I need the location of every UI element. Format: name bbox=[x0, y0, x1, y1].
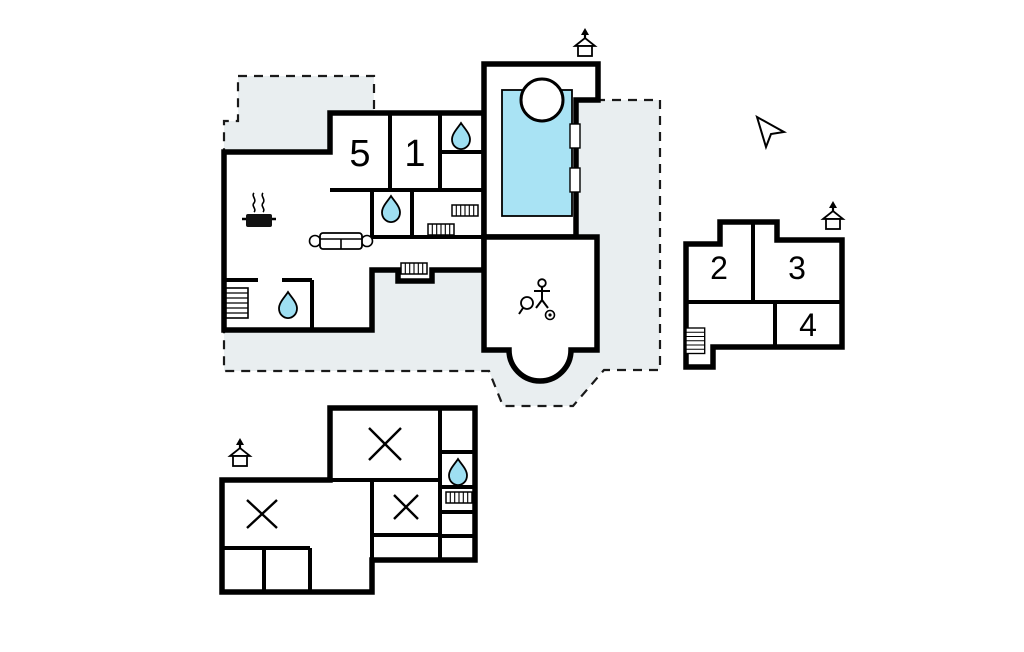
cross-mark-icon bbox=[393, 494, 419, 520]
cross-mark-icon bbox=[368, 427, 402, 461]
entrance-icon bbox=[573, 26, 597, 58]
radiator-icon bbox=[427, 223, 455, 236]
window bbox=[569, 167, 581, 193]
ball-icon bbox=[544, 309, 556, 321]
radiator-icon bbox=[451, 204, 479, 217]
lower-building-interior-walls bbox=[222, 408, 475, 592]
steam-icon bbox=[261, 192, 265, 213]
annex-building: 2 3 4 bbox=[683, 219, 845, 370]
stairs-icon bbox=[225, 287, 249, 319]
person-body bbox=[534, 287, 550, 309]
side-table bbox=[308, 234, 322, 248]
room-4-label: 4 bbox=[799, 307, 817, 343]
lower-building bbox=[219, 405, 478, 595]
terrace-outline bbox=[481, 234, 600, 384]
room-5-label: 5 bbox=[349, 133, 370, 175]
room-3-label: 3 bbox=[788, 250, 806, 286]
main-building: 5 1 bbox=[221, 110, 487, 333]
annex-outline bbox=[683, 219, 845, 370]
kitchen-pot-icon bbox=[242, 192, 276, 227]
table-tennis-racket-icon bbox=[518, 296, 534, 315]
room-1-label: 1 bbox=[404, 133, 425, 175]
side-table bbox=[360, 234, 374, 248]
north-arrow-icon bbox=[755, 114, 788, 151]
window bbox=[569, 123, 581, 149]
annex-interior-walls bbox=[686, 222, 842, 347]
pot-body bbox=[246, 214, 272, 227]
room-2-label: 2 bbox=[710, 250, 728, 286]
main-building-outline bbox=[221, 110, 487, 333]
entrance-icon bbox=[821, 199, 845, 231]
stairs-icon bbox=[685, 327, 706, 355]
lower-building-outline bbox=[219, 405, 478, 595]
hot-tub-icon bbox=[519, 77, 565, 123]
cross-mark-icon bbox=[246, 499, 278, 529]
person-head bbox=[537, 278, 547, 288]
terrace bbox=[481, 234, 600, 384]
person-icon bbox=[534, 278, 550, 309]
steam-icon bbox=[252, 192, 256, 213]
entrance-icon bbox=[228, 436, 252, 468]
radiator-icon bbox=[445, 491, 473, 504]
sofa-icon bbox=[308, 232, 374, 250]
main-building-interior-walls bbox=[224, 113, 484, 330]
radiator-icon bbox=[400, 262, 428, 275]
sofa-cushion-lines bbox=[320, 238, 362, 249]
